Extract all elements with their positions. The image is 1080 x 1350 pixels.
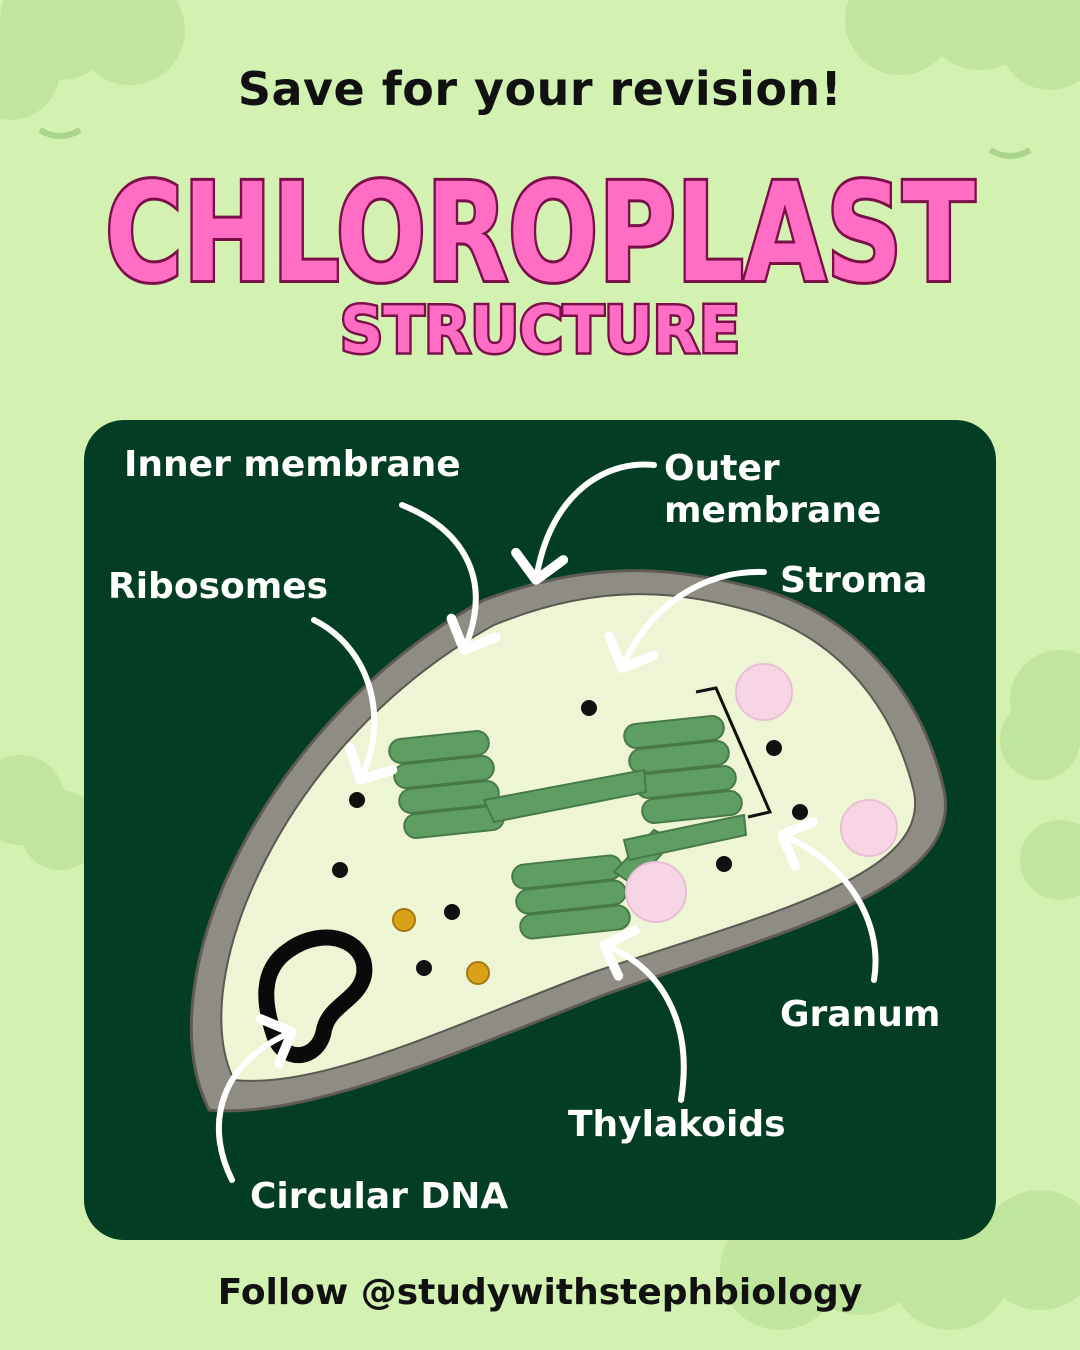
subtitle: Save for your revision! [237,62,843,116]
arrow-ribosomes [311,617,398,785]
page-title: CHLOROPLAST [105,155,975,313]
arrow-outer-membrane [511,461,657,585]
pompoms [625,663,898,923]
label-granum: Granum [780,994,941,1035]
inner-membrane-shape [220,593,917,1082]
footer-follow: Follow @studywithstephbiology [217,1272,863,1313]
arrow-stroma [604,568,767,673]
label-inner-membrane: Inner membrane [124,444,461,485]
label-circular-dna: Circular DNA [250,1176,509,1217]
granum-bracket [695,686,773,819]
label-thylakoids: Thylakoids [568,1104,786,1145]
label-outer-membrane-line2: membrane [664,490,882,531]
gold-granules [392,908,490,985]
label-ribosomes: Ribosomes [108,566,329,607]
label-stroma: Stroma [780,560,928,601]
granum-left [388,730,505,839]
page-title-sub: STRUCTURE [340,294,740,368]
arrow-granum [777,816,879,983]
stroma-lamellae [482,768,748,887]
circular-dna-shape [258,929,373,1063]
chloroplast-diagram [189,461,948,1183]
title-graphic: CHLOROPLAST STRUCTURE [102,152,978,370]
diagram-panel: Inner membrane Outer membrane Ribosomes … [84,420,996,1240]
granum-bottom [511,854,631,940]
arrow-inner-membrane [399,502,501,655]
ribosomes [332,700,808,976]
arrow-thylakoids [599,925,687,1103]
label-outer-membrane-line1: Outer [664,448,780,489]
annotation-arrows [215,461,879,1183]
arrow-circular-dna [215,1014,297,1183]
granum-right [623,715,743,824]
